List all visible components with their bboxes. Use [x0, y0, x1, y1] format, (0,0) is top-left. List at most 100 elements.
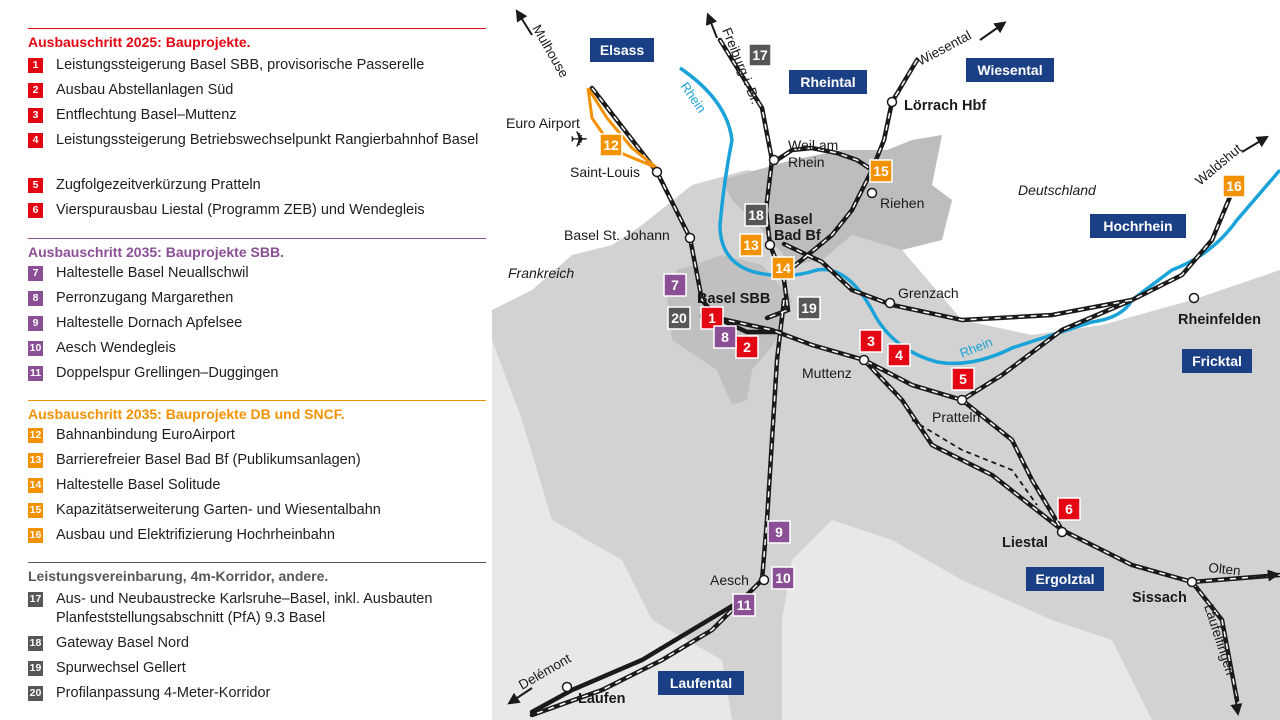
legend-item-text: Barrierefreier Basel Bad Bf (Publikumsan… — [56, 452, 361, 468]
legend-item-number: 15 — [28, 503, 43, 518]
legend-item-text: Vierspurausbau Liestal (Programm ZEB) un… — [56, 202, 425, 218]
legend-section-divider — [28, 238, 486, 239]
station-st-johann: Basel St. Johann — [564, 227, 670, 243]
legend-item-number: 2 — [28, 83, 43, 98]
region-box — [590, 38, 654, 62]
station-labels: Euro Airport Saint-Louis Basel St. Johan… — [506, 115, 980, 588]
legend-item-number: 7 — [28, 266, 43, 281]
region-box — [789, 70, 867, 94]
project-badge — [667, 306, 691, 330]
region-label: Fricktal — [1192, 353, 1242, 369]
legend-item-text: Profilanpassung 4-Meter-Korridor — [56, 685, 271, 701]
legend-section-title: Ausbauschritt 2035: Bauprojekte DB und S… — [28, 406, 345, 422]
legend-item-number: 20 — [28, 686, 43, 701]
project-badge — [771, 256, 795, 280]
project-badge-number: 17 — [752, 47, 768, 63]
region-label: Wiesental — [977, 62, 1042, 78]
legend-item-text: Bahnanbindung EuroAirport — [56, 427, 235, 443]
region-box — [1026, 567, 1104, 591]
project-badge-number: 20 — [671, 310, 687, 326]
legend-item-text: Ausbau und Elektrifizierung Hochrheinbah… — [56, 527, 335, 543]
project-badge — [663, 273, 687, 297]
dir-wiesental: Wiesental — [914, 28, 973, 69]
direction-arrows — [507, 9, 1280, 716]
land-light — [492, 340, 732, 720]
station-loerrach: Lörrach Hbf — [904, 98, 986, 114]
region-box — [966, 58, 1054, 82]
station-rheinfelden: Rheinfelden — [1178, 312, 1261, 328]
station-euro-airport: Euro Airport — [506, 115, 580, 131]
legend-item-number: 4 — [28, 133, 43, 148]
region-box — [1182, 349, 1252, 373]
country-deutschland: Deutschland — [1018, 182, 1097, 198]
station-basel-bad-2: Bad Bf — [774, 228, 821, 244]
project-badge-number: 10 — [775, 570, 791, 586]
legend-item-text: Haltestelle Basel Neuallschwil — [56, 265, 249, 281]
station-laufen: Laufen — [578, 691, 626, 707]
project-badge-number: 7 — [671, 277, 679, 293]
station-pratteln: Pratteln — [932, 409, 980, 425]
legend-item-text: Aesch Wendegleis — [56, 340, 176, 356]
legend-item-number: 6 — [28, 203, 43, 218]
legend-item-number: 13 — [28, 453, 43, 468]
region-label: Rheintal — [800, 74, 855, 90]
project-badge-number: 13 — [743, 237, 759, 253]
legend-item-number: 18 — [28, 636, 43, 651]
station-basel-sbb: Basel SBB — [697, 291, 770, 307]
station-circles — [561, 96, 1200, 693]
station-riehen: Riehen — [880, 195, 924, 211]
project-badge-number: 12 — [603, 137, 619, 153]
project-badge — [951, 367, 975, 391]
project-badge — [887, 343, 911, 367]
project-badge — [748, 43, 772, 67]
project-badge-number: 4 — [895, 347, 903, 363]
station-basel-bad-1: Basel — [774, 212, 813, 228]
station-saint-louis: Saint-Louis — [570, 164, 640, 180]
region-box — [658, 671, 744, 695]
legend-section-divider — [28, 562, 486, 563]
legend-item-number: 9 — [28, 316, 43, 331]
station-grenzach: Grenzach — [898, 285, 959, 301]
dir-olten: Olten — [1208, 560, 1242, 578]
station-weil-2: Rhein — [788, 154, 825, 170]
project-badge-number: 19 — [801, 300, 817, 316]
legend-section-title: Ausbauschritt 2035: Bauprojekte SBB. — [28, 244, 284, 260]
legend-item-number: 19 — [28, 661, 43, 676]
legend-section-title: Leistungsvereinbarung, 4m-Korridor, ande… — [28, 568, 329, 584]
line-connector — [714, 315, 781, 335]
station-weil: Weil am — [788, 137, 838, 153]
project-badge — [599, 133, 623, 157]
project-badge-number: 2 — [743, 339, 751, 355]
legend-section-title: Ausbauschritt 2025: Bauprojekte. — [28, 34, 251, 50]
land-germany — [722, 135, 952, 265]
legend-item-text: Entflechtung Basel–Muttenz — [56, 107, 237, 123]
project-badge — [1222, 174, 1246, 198]
country-frankreich: Frankreich — [508, 265, 574, 281]
project-badge-number: 8 — [721, 329, 729, 345]
legend-section-divider — [28, 400, 486, 401]
project-badge — [767, 520, 791, 544]
river-rhein — [679, 66, 1280, 366]
region-label: Elsass — [600, 42, 645, 58]
legend-item-text: Kapazitätserweiterung Garten- und Wiesen… — [56, 502, 381, 518]
legend-item-number: 1 — [28, 58, 43, 73]
legend-item-text: Zugfolgezeitverkürzung Pratteln — [56, 177, 261, 193]
legend-item-number: 11 — [28, 366, 43, 381]
region-label: Hochrhein — [1103, 218, 1172, 234]
line-weil-bad — [771, 145, 875, 173]
project-badge-number: 6 — [1065, 501, 1073, 517]
project-badge-number: 14 — [775, 260, 791, 276]
legend-item-number: 12 — [28, 428, 43, 443]
project-badge-number: 5 — [959, 371, 967, 387]
station-sissach: Sissach — [1132, 590, 1187, 606]
project-badge — [1057, 497, 1081, 521]
station-muttenz: Muttenz — [802, 365, 852, 381]
legend-item-text: Leistungssteigerung Betriebswechselpunkt… — [56, 132, 479, 148]
project-badge — [700, 306, 724, 330]
river-label-upper: Rhein — [678, 79, 710, 115]
project-badge — [869, 159, 893, 183]
legend-item-number: 10 — [28, 341, 43, 356]
legend-item-number: 16 — [28, 528, 43, 543]
